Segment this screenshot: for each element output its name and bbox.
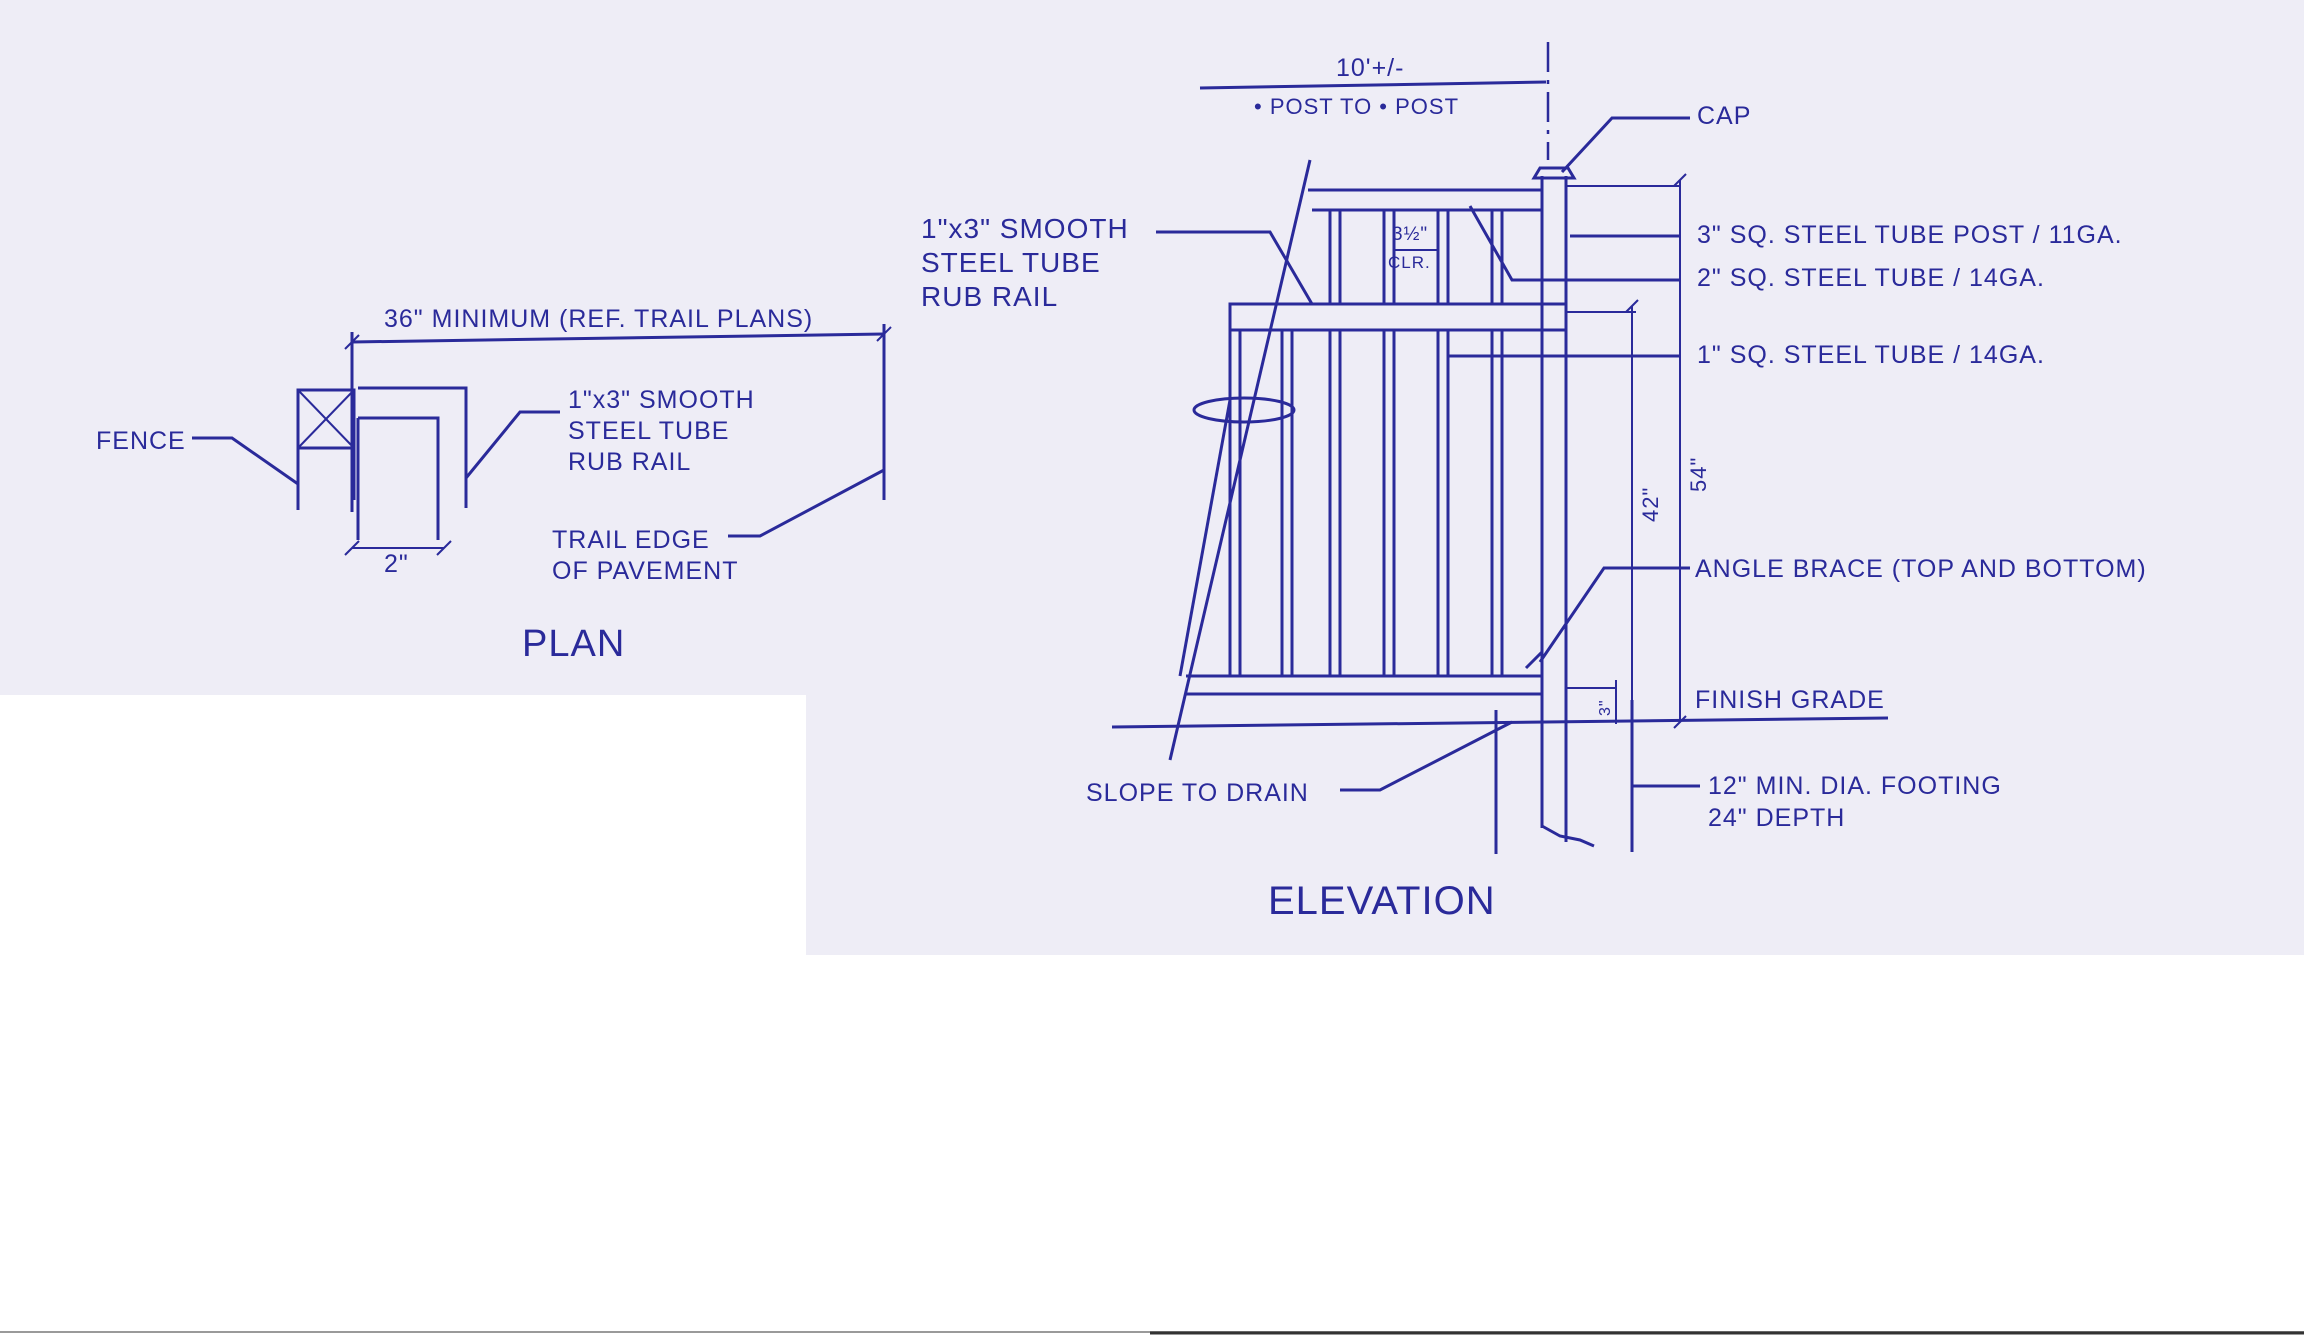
plan-dimension-label: 36" MINIMUM (REF. TRAIL PLANS) [384, 305, 813, 333]
elevation-text: 10'+/- • POST TO • POST CAP 1"x3" SMOOTH… [921, 54, 2147, 923]
bottom-gap-label: 3" [1597, 699, 1614, 716]
post-label: 3" SQ. STEEL TUBE POST / 11GA. [1697, 221, 2123, 249]
angle-brace-leader [1538, 566, 1690, 663]
rail-label: 2" SQ. STEEL TUBE / 14GA. [1697, 264, 2045, 292]
height-54-label: 54" [1686, 457, 1711, 492]
plan-rub-rail-label-line-2: STEEL TUBE [568, 417, 729, 445]
plan-gap-dimension: 2" [384, 550, 409, 578]
angle-brace-bottom [1524, 648, 1544, 670]
elevation-view [1111, 42, 1889, 854]
footing-label-line-1: 12" MIN. DIA. FOOTING [1708, 772, 2002, 800]
plan-fence-post [296, 388, 356, 450]
plan-rub-rail-label-line-1: 1"x3" SMOOTH [568, 386, 755, 414]
fence-label: FENCE [96, 427, 186, 455]
span-dimension-line [1199, 80, 1547, 90]
elevation-rub-rail-label-line-2: STEEL TUBE [921, 247, 1101, 278]
elevation-rub-rail-label-line-3: RUB RAIL [921, 281, 1058, 312]
plan-rub-rail-leader [464, 410, 560, 479]
plan-dimension-line [351, 332, 885, 344]
finish-grade-label: FINISH GRADE [1695, 686, 1885, 714]
finish-grade-line [1111, 716, 1889, 729]
plan-rub-rail-label-line-3: RUB RAIL [568, 448, 691, 476]
paper-sheet [0, 0, 2304, 955]
fence-leader [192, 436, 299, 486]
height-42-label: 42" [1638, 487, 1663, 522]
slope-leader [1340, 720, 1513, 792]
trail-edge-leader [728, 468, 885, 538]
elevation-rub-rail [1228, 302, 1568, 332]
cap-leader [1560, 116, 1690, 174]
plan-view [192, 324, 892, 556]
footing-label-line-2: 24" DEPTH [1708, 804, 1845, 832]
plan-title: PLAN [522, 623, 625, 665]
trail-edge-label-line-1: TRAIL EDGE [552, 526, 710, 554]
picket-label: 1" SQ. STEEL TUBE / 14GA. [1697, 341, 2045, 369]
clearance-top-label: 3½" [1392, 224, 1428, 245]
span-bottom-label: • POST TO • POST [1254, 94, 1459, 119]
plan-text: 36" MINIMUM (REF. TRAIL PLANS) FENCE 1"x… [96, 305, 813, 665]
span-top-label: 10'+/- [1336, 54, 1404, 82]
slope-label: SLOPE TO DRAIN [1086, 779, 1309, 807]
elevation-title: ELEVATION [1268, 879, 1496, 923]
trail-edge-label-line-2: OF PAVEMENT [552, 557, 738, 585]
post-cap [1531, 166, 1577, 180]
clearance-bottom-label: CLR. [1388, 253, 1431, 272]
pickets [1228, 210, 1504, 676]
cap-label: CAP [1697, 102, 1751, 130]
elevation-rub-rail-label-line-1: 1"x3" SMOOTH [921, 213, 1129, 244]
plan-rub-rail [356, 386, 468, 540]
angle-brace-label: ANGLE BRACE (TOP AND BOTTOM) [1695, 555, 2147, 583]
angle-brace-top [1468, 205, 1542, 282]
elevation-rub-rail-leader [1156, 230, 1314, 305]
